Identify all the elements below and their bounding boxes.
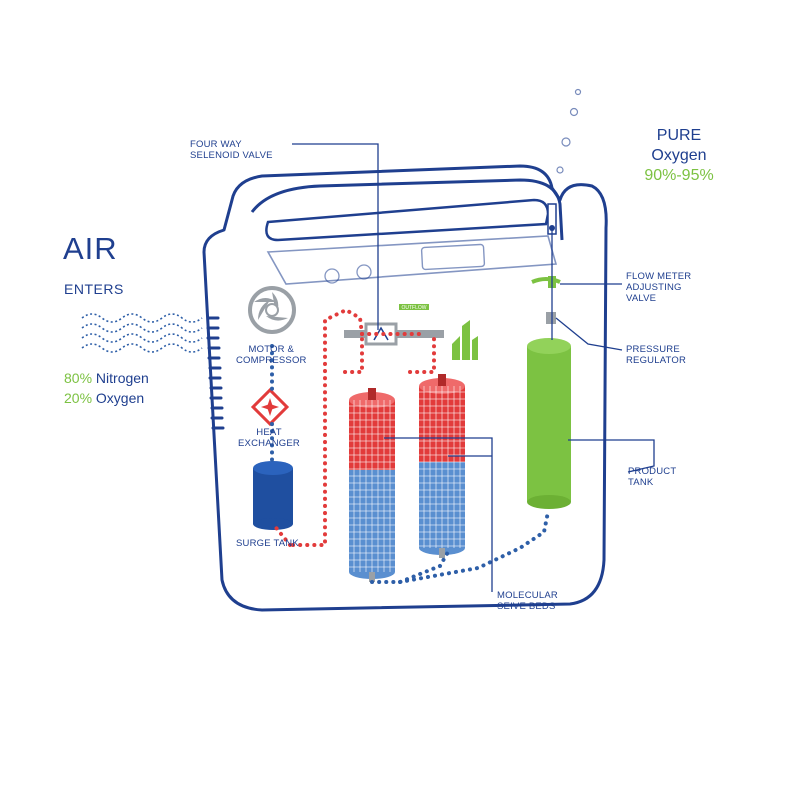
leader-lines: [292, 143, 655, 592]
oxygen-label: Oxygen: [95, 390, 145, 406]
pressure-regulator-icon: [546, 312, 556, 324]
bubble-icon: [556, 88, 582, 174]
flow-meter-label: FLOW METER ADJUSTING VALVE: [626, 271, 692, 304]
sieve-bed-2-icon: [419, 374, 465, 558]
pure-oxygen-callout: PURE Oxygen 90%-95%: [624, 126, 734, 186]
pressure-regulator-label: PRESSURE REGULATOR: [626, 344, 687, 366]
control-panel: [266, 235, 558, 285]
oxygen-output-label: Oxygen: [651, 147, 707, 164]
air-wave-icon: [81, 313, 203, 353]
surge-tank-icon: [253, 461, 293, 530]
exhaust-icon: [452, 320, 478, 360]
oxygen-range: 90%-95%: [644, 167, 714, 184]
panel-button-2: [356, 264, 372, 280]
motor-label: MOTOR & COMPRESSOR: [236, 344, 307, 366]
oxygen-pct: 20%: [64, 390, 93, 406]
device-handle: [250, 178, 564, 241]
fan-icon: [248, 286, 296, 334]
air-subtitle: ENTERS: [64, 281, 124, 297]
air-title: AIR: [63, 231, 118, 266]
valve-label: FOUR WAY SELENOID VALVE: [190, 139, 273, 161]
sieve-bed-1-icon: [349, 388, 395, 582]
outflow-tag-text: OUTFLOW: [402, 305, 427, 311]
sieve-beds-group: [349, 374, 465, 582]
display-screen: [420, 243, 486, 271]
sieve-beds-label: MOLECULAR SEIVE BEDS: [497, 590, 558, 612]
heat-exchanger-label: HEAT EXCHANGER: [238, 427, 300, 449]
side-vents: [206, 316, 225, 430]
nitrogen-composition: 80% Nitrogen: [64, 370, 149, 386]
heat-exchanger-icon: [250, 387, 290, 427]
product-tank-icon: [527, 338, 571, 509]
product-tank-label: PRODUCT TANK: [628, 466, 677, 488]
valve-icon: [344, 322, 444, 346]
surge-tank-label: SURGE TANK: [236, 538, 299, 549]
blue-flow-path: [270, 344, 550, 584]
pure-label: PURE: [656, 127, 702, 144]
device-body-outline: [202, 164, 608, 612]
nitrogen-pct: 80%: [64, 370, 93, 386]
nitrogen-label: Nitrogen: [95, 370, 149, 386]
panel-button-1: [324, 268, 340, 284]
flow-meter-icon: [531, 276, 561, 288]
oxygen-composition: 20% Oxygen: [64, 390, 144, 406]
red-flow-path: [271, 307, 436, 547]
handle-slot: [265, 198, 550, 242]
outflow-tag: OUTFLOW: [399, 304, 429, 311]
